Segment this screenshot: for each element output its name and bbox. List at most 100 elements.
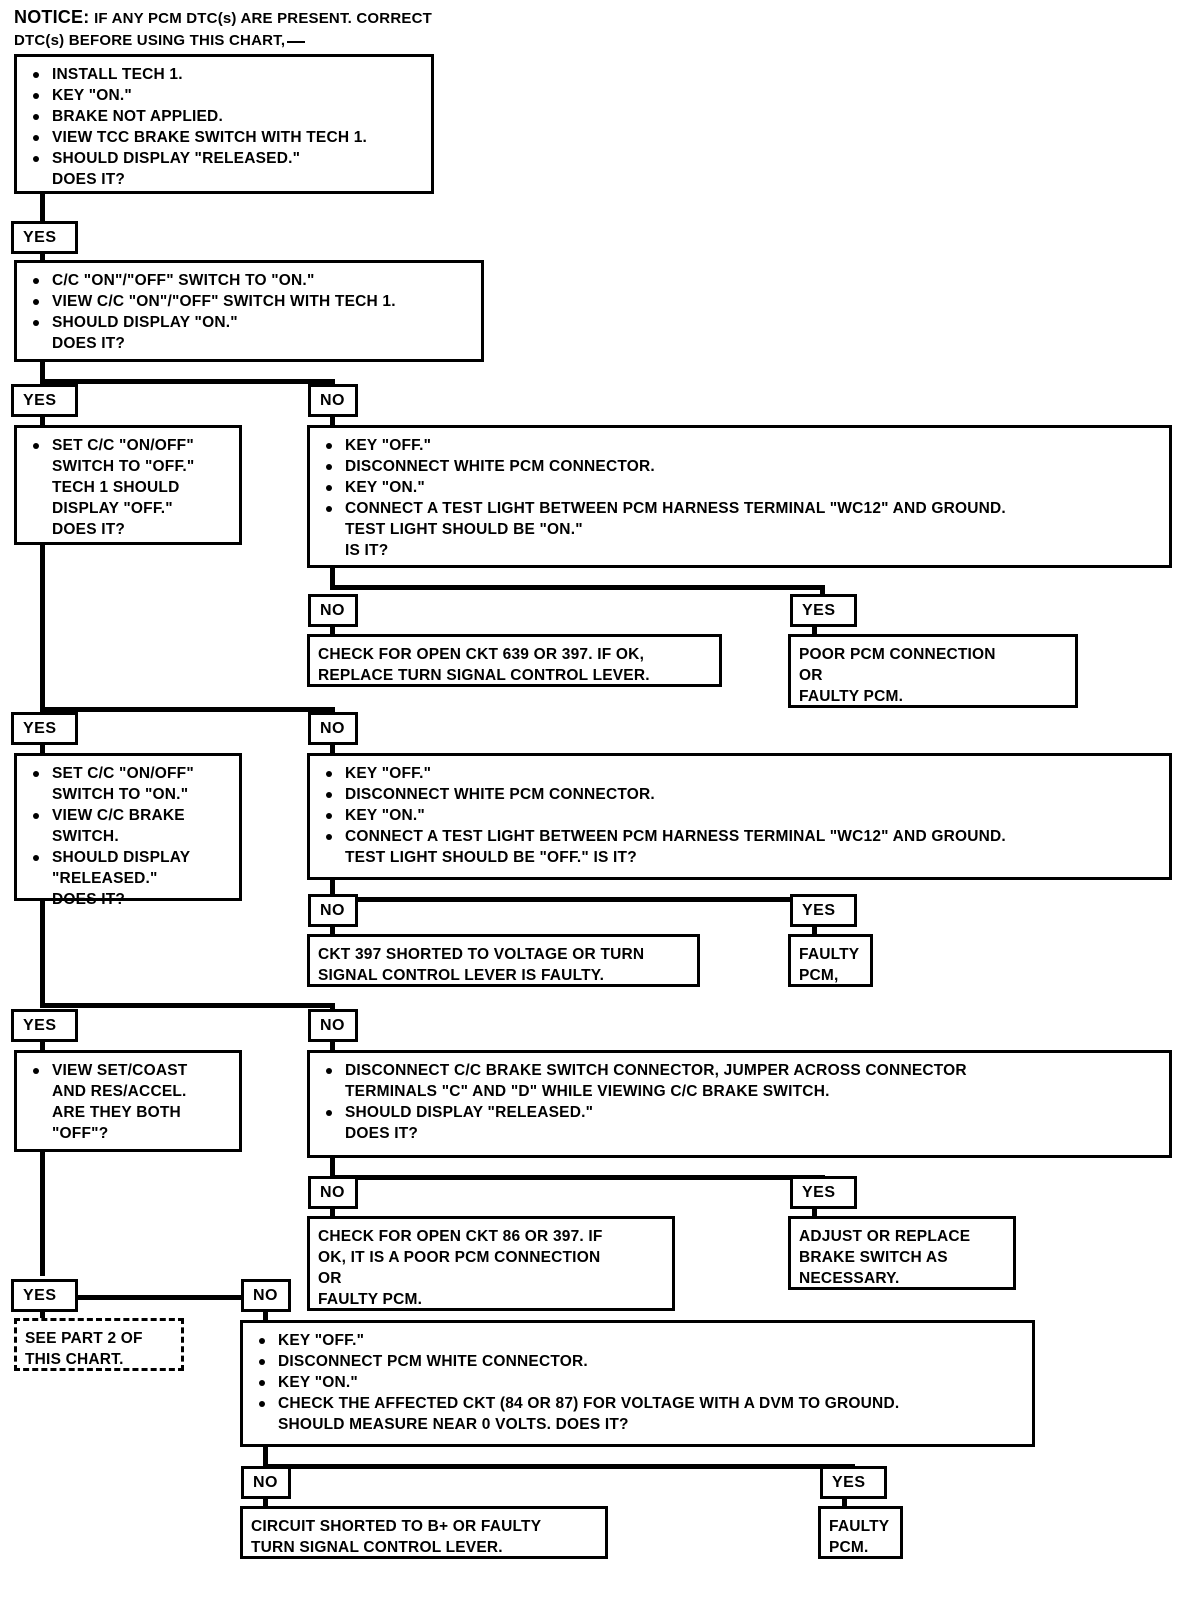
connector-step2-to-no1 [330,379,335,387]
step-5-no-result-box: CHECK FOR OPEN CKT 86 OR 397. IF OK, IT … [307,1216,675,1311]
connector-step1-to-yes1 [40,194,45,221]
step-5-left-line-3: ARE THEY BOTH [52,1104,181,1121]
step-4-yes-result-line-2: PCM, [799,967,839,984]
connector-row5-bus [40,1003,335,1008]
step-6-bullet-2: DISCONNECT PCM WHITE CONNECTOR. [251,1351,1024,1372]
step-5-no-result-line-1: CHECK FOR OPEN CKT 86 OR 397. IF [318,1228,603,1245]
decision-yes-5-label: YES [802,901,836,919]
step-5-right-bullet-2: SHOULD DISPLAY "RELEASED." DOES IT? [318,1102,1161,1144]
connector-no2-to-step3right [330,417,335,427]
step-5-yes-result-line-1: ADJUST OR REPLACE [799,1228,971,1245]
step-6-yes-result-line-2: PCM. [829,1539,869,1556]
step-3-no-result-line-2: REPLACE TURN SIGNAL CONTROL LEVER. [318,667,650,684]
step-4-left-bullet-2: VIEW C/C BRAKE SWITCH. [25,805,231,847]
decision-yes-7-label: YES [802,1183,836,1201]
connector-yes3-to-result [812,627,817,636]
step-3-right-line-2: TEST LIGHT SHOULD BE "ON." [345,521,583,538]
notice-line-1: IF ANY PCM DTC(s) ARE PRESENT. CORRECT [94,10,432,27]
step-4-left-bullet-1: SET C/C "ON/OFF" SWITCH TO "ON." [25,763,231,805]
notice-line-2: DTC(s) BEFORE USING THIS CHART, [14,32,286,49]
connector-step3right-down [330,568,335,590]
decision-yes-8: YES [11,1279,78,1312]
step-4-left-b2-line-1: VIEW C/C BRAKE [52,807,185,824]
step-1-bullet-1: INSTALL TECH 1. [25,64,423,85]
decision-yes-7: YES [790,1176,857,1209]
decision-no-8: NO [241,1279,291,1312]
decision-no-6: NO [308,1009,358,1042]
step-5-right-bullet-1: DISCONNECT C/C BRAKE SWITCH CONNECTOR, J… [318,1060,1161,1102]
step-3-right-line-1: CONNECT A TEST LIGHT BETWEEN PCM HARNESS… [345,500,1006,517]
step-5-left-instruction-box: VIEW SET/COAST AND RES/ACCEL. ARE THEY B… [14,1050,242,1152]
step-2-question: DOES IT? [52,335,126,352]
connector-no8-down [263,1312,268,1322]
step-2-bullet-3: SHOULD DISPLAY "ON." [25,312,473,333]
step-5-right-line-2: TERMINALS "C" AND "D" WHILE VIEWING C/C … [345,1083,830,1100]
decision-yes-5: YES [790,894,857,927]
step-4-left-b1-line-1: SET C/C "ON/OFF" [52,765,194,782]
notice-underline [287,41,306,43]
connector-step3right-bus [330,585,825,590]
decision-yes-4: YES [11,712,78,745]
step-3-right-instruction-box: KEY "OFF." DISCONNECT WHITE PCM CONNECTO… [307,425,1172,568]
step-4-right-instruction-box: KEY "OFF." DISCONNECT WHITE PCM CONNECTO… [307,753,1172,880]
step-5-right-line-1: DISCONNECT C/C BRAKE SWITCH CONNECTOR, J… [345,1062,967,1079]
decision-yes-8-label: YES [23,1286,57,1304]
connector-row4-bus [40,707,335,712]
connector-yes2-to-step3left [40,417,45,427]
step-3-right-bullet-2: DISCONNECT WHITE PCM CONNECTOR. [318,456,1161,477]
connector-row6-bus [40,1295,268,1300]
step-4-right-bullet-2: DISCONNECT WHITE PCM CONNECTOR. [318,784,1161,805]
step-2-bullet-2: VIEW C/C "ON"/"OFF" SWITCH WITH TECH 1. [25,291,473,312]
connector-step4right-down [330,880,335,902]
connector-step5right-bus [330,1175,825,1180]
decision-yes-3-label: YES [802,601,836,619]
step-4-right-bullet-4: CONNECT A TEST LIGHT BETWEEN PCM HARNESS… [318,826,1161,868]
step-3-left-bullet-1: SET C/C "ON/OFF" SWITCH TO "OFF." TECH 1… [25,435,231,540]
step-1-bullet-5: SHOULD DISPLAY "RELEASED." [25,148,423,169]
notice-header: NOTICE: IF ANY PCM DTC(s) ARE PRESENT. C… [14,6,714,52]
step-6-yes-result-box: FAULTY PCM. [818,1506,903,1559]
connector-no6-down [330,1042,335,1052]
connector-yes6-down [40,1042,45,1052]
step-3-no-result-box: CHECK FOR OPEN CKT 639 OR 397. IF OK, RE… [307,634,722,687]
connector-row4-to-no [330,707,335,715]
connector-step5right-down [330,1158,335,1180]
decision-no-4-label: NO [320,719,345,737]
decision-yes-9: YES [820,1466,887,1499]
decision-yes-9-label: YES [832,1473,866,1491]
step-5-no-result-line-2: OK, IT IS A POOR PCM CONNECTION [318,1249,601,1266]
step-5-yes-result-line-3: NECESSARY. [799,1270,900,1287]
connector-step2-down [40,362,45,384]
step-4-left-b1-line-2: SWITCH TO "ON." [52,786,189,803]
decision-no-9-label: NO [253,1473,278,1491]
connector-yes1-to-step2 [40,254,45,262]
decision-no-4: NO [308,712,358,745]
decision-yes-3: YES [790,594,857,627]
step-6-no-result-line-1: CIRCUIT SHORTED TO B+ OR FAULTY [251,1518,542,1535]
step-4-right-bullet-3: KEY "ON." [318,805,1161,826]
connector-step3left-trunk [40,545,45,710]
decision-yes-1-label: YES [23,228,57,246]
decision-yes-2-label: YES [23,391,57,409]
see-part-2-box: SEE PART 2 OF THIS CHART. [14,1318,184,1371]
decision-no-5-label: NO [320,901,345,919]
step-3-no-result-line-1: CHECK FOR OPEN CKT 639 OR 397. IF OK, [318,646,645,663]
decision-no-9: NO [241,1466,291,1499]
connector-step2-bus [40,379,335,384]
step-3-left-question: DOES IT? [52,521,126,538]
step-3-left-line-1: SET C/C "ON/OFF" [52,437,194,454]
step-3-right-bullet-1: KEY "OFF." [318,435,1161,456]
step-5-left-line-1: VIEW SET/COAST [52,1062,188,1079]
step-5-left-line-4: "OFF"? [52,1125,109,1142]
step-3-right-question: IS IT? [345,542,389,559]
decision-no-2-label: NO [320,391,345,409]
step-3-left-line-2: SWITCH TO "OFF." [52,458,195,475]
decision-no-3: NO [308,594,358,627]
step-4-no-result-line-2: SIGNAL CONTROL LEVER IS FAULTY. [318,967,605,984]
step-6-yes-result-line-1: FAULTY [829,1518,890,1535]
connector-step6-down [263,1447,268,1469]
connector-no9-to-result [263,1499,268,1508]
step-5-left-bullet-1: VIEW SET/COAST AND RES/ACCEL. ARE THEY B… [25,1060,231,1144]
decision-no-5: NO [308,894,358,927]
connector-yes5-to-result [812,927,817,936]
